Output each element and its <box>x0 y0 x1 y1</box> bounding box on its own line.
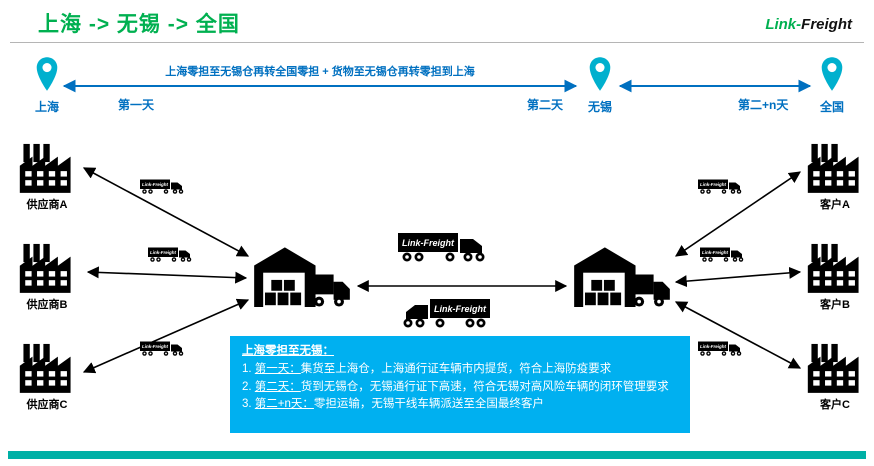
stop-label-national: 全国 <box>819 100 844 114</box>
factory-icon-supplier-b <box>19 243 71 293</box>
item-text: 集货至上海仓，上海通行证车辆市内提货，符合上海防疫要求 <box>300 362 612 375</box>
info-box-item-1: 1. 第一天：集货至上海仓，上海通行证车辆市内提货，符合上海防疫要求 <box>242 361 678 379</box>
factory-icon-supplier-c <box>19 343 71 393</box>
header-divider <box>10 42 864 43</box>
truck-icon-customer-c: Link-Freight <box>698 341 742 356</box>
customer-a-label: 客户A <box>820 199 850 211</box>
truck-icon-supplier-a: Link-Freight <box>140 179 184 194</box>
item-number: 2. <box>242 380 252 393</box>
arrow-supplier-b-warehouse <box>86 266 248 284</box>
item-text: 零担运输，无锡干线车辆派送至全国最终客户 <box>313 398 544 411</box>
item-number: 3. <box>242 398 252 411</box>
supplier-c-label: 供应商C <box>26 399 68 411</box>
info-box-item-3: 3. 第二+n天：零担运输，无锡干线车辆派送至全国最终客户 <box>242 396 678 414</box>
route-note: 上海零担至无锡仓再转全国零担 + 货物至无锡仓再转零担到上海 <box>165 66 475 78</box>
item-day: 第二+n天： <box>254 398 314 411</box>
stop-label-shanghai: 上海 <box>34 100 59 114</box>
truck-icon-supplier-b: Link-Freight <box>148 247 192 262</box>
brand-logo-part1: Link- <box>765 16 802 33</box>
factory-icon-supplier-a <box>19 143 71 193</box>
page-title: 上海 -> 无锡 -> 全国 <box>38 13 240 36</box>
footer-bar <box>8 451 866 459</box>
info-box-heading: 上海零担至无锡： <box>242 345 334 357</box>
brand-logo-part2: Freight <box>801 16 852 33</box>
truck-label: Link-Freight <box>700 344 726 349</box>
truck-label: Link-Freight <box>150 250 176 255</box>
supplier-a-label: 供应商A <box>26 199 68 211</box>
day-label-1: 第一天 <box>118 98 155 112</box>
day-label-3: 第二+n天 <box>738 98 789 112</box>
info-box-item-2: 2. 第二天：货到无锡仓，无锡通行证下高速，符合无锡对高风险车辆的闭环管理要求 <box>242 379 678 397</box>
factory-icon-customer-b <box>807 243 859 293</box>
truck-label: Link-Freight <box>402 238 455 248</box>
factory-icon-customer-a <box>807 143 859 193</box>
truck-label: Link-Freight <box>142 182 168 187</box>
truck-label: Link-Freight <box>434 304 487 314</box>
factory-icon-customer-c <box>807 343 859 393</box>
arrow-warehouse-customer-b <box>674 266 802 288</box>
truck-label: Link-Freight <box>700 182 726 187</box>
arrow-warehouse-customer-c <box>674 301 802 369</box>
truck-icon-customer-a: Link-Freight <box>698 179 742 194</box>
truck-icon-linehaul-east: Link-Freight <box>398 233 485 262</box>
map-pin-wuxi-icon <box>589 57 611 91</box>
truck-icon-supplier-c: Link-Freight <box>140 341 184 356</box>
truck-label: Link-Freight <box>702 250 728 255</box>
arrow-supplier-c-warehouse <box>82 298 250 374</box>
info-box: 上海零担至无锡： 1. 第一天：集货至上海仓，上海通行证车辆市内提货，符合上海防… <box>230 336 690 433</box>
item-day: 第二天： <box>254 380 301 393</box>
item-number: 1. <box>242 362 252 375</box>
map-pin-shanghai-icon <box>36 57 58 91</box>
warehouse-icon-shanghai <box>254 247 350 307</box>
truck-icon-linehaul-west: Link-Freight <box>403 299 490 328</box>
truck-label: Link-Freight <box>142 344 168 349</box>
stop-label-wuxi: 无锡 <box>587 100 612 114</box>
brand-logo: Link-Freight <box>765 16 852 33</box>
map-pin-national-icon <box>821 57 843 91</box>
item-day: 第一天： <box>254 362 301 375</box>
item-text: 货到无锡仓，无锡通行证下高速，符合无锡对高风险车辆的闭环管理要求 <box>300 380 669 393</box>
supplier-b-label: 供应商B <box>26 299 68 311</box>
customer-b-label: 客户B <box>820 299 850 311</box>
customer-c-label: 客户C <box>820 399 850 411</box>
truck-icon-customer-b: Link-Freight <box>700 247 744 262</box>
day-label-2: 第二天 <box>527 98 564 112</box>
warehouse-icon-wuxi <box>574 247 670 307</box>
